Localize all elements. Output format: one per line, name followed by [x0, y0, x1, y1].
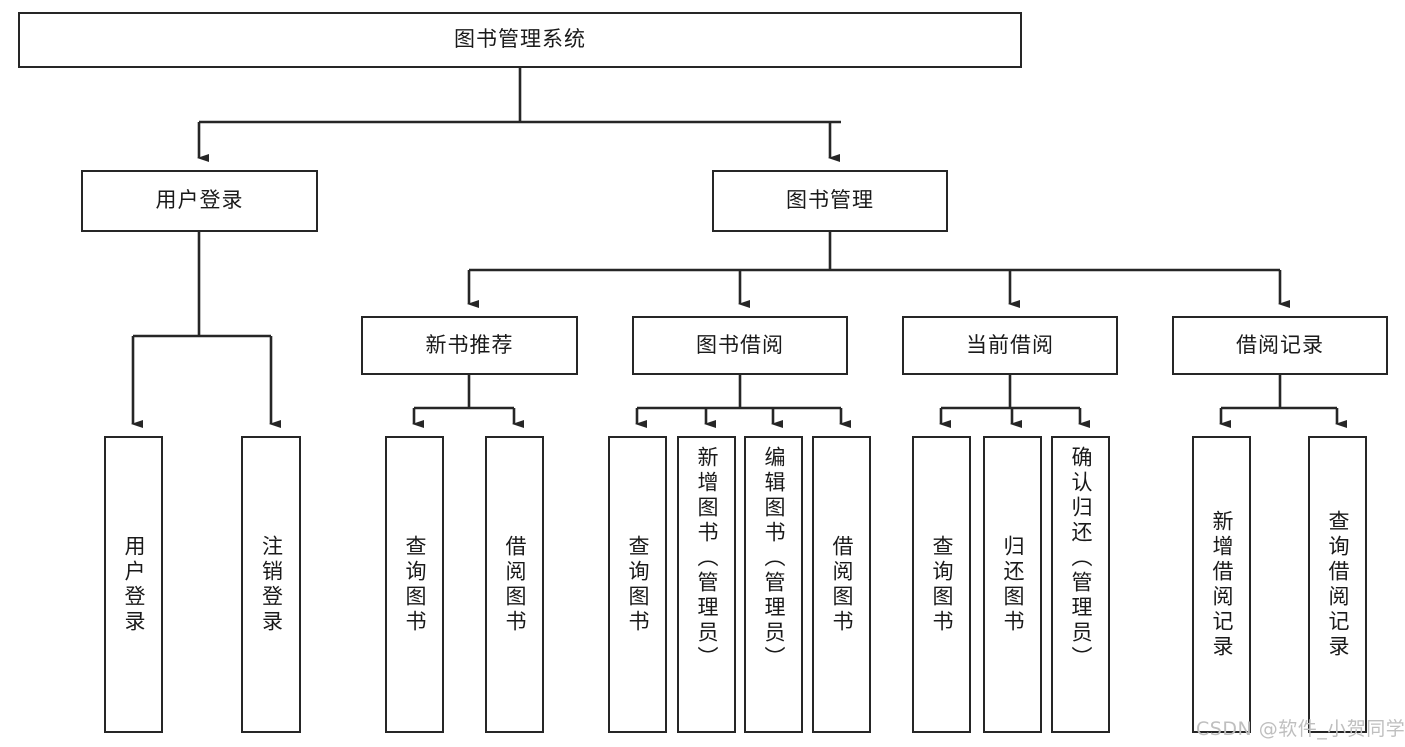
node-leaf-borrow-book-bor[interactable]: 借阅图书	[812, 436, 871, 733]
node-borrow-record[interactable]: 借阅记录	[1172, 316, 1388, 375]
node-user-login[interactable]: 用户登录	[81, 170, 318, 232]
node-root-label: 图书管理系统	[454, 27, 586, 52]
node-leaf-borrow-book-rec[interactable]: 借阅图书	[485, 436, 544, 733]
node-leaf-query-book-rec-label: 查询图书	[403, 534, 427, 635]
node-leaf-query-book-bor-label: 查询图书	[626, 534, 650, 635]
node-leaf-query-book-cur[interactable]: 查询图书	[912, 436, 971, 733]
node-root[interactable]: 图书管理系统	[18, 12, 1022, 68]
node-current-borrow-label: 当前借阅	[966, 332, 1054, 357]
node-leaf-edit-book[interactable]: 编辑图书（管理员）	[744, 436, 803, 733]
watermark-credit: CSDN @软件_小贺同学	[1196, 718, 1405, 740]
node-leaf-confirm-return-label: 确认归还（管理员）	[1069, 446, 1093, 671]
node-book-manage-label: 图书管理	[786, 188, 874, 213]
node-borrow-record-label: 借阅记录	[1236, 332, 1324, 357]
node-leaf-add-record-label: 新增借阅记录	[1210, 509, 1234, 660]
node-leaf-add-record[interactable]: 新增借阅记录	[1192, 436, 1251, 733]
node-book-manage[interactable]: 图书管理	[712, 170, 948, 232]
node-leaf-borrow-book-bor-label: 借阅图书	[830, 534, 854, 635]
node-leaf-add-book[interactable]: 新增图书（管理员）	[677, 436, 736, 733]
node-leaf-return-book-label: 归还图书	[1001, 534, 1025, 635]
node-current-borrow[interactable]: 当前借阅	[902, 316, 1118, 375]
node-book-borrow-label: 图书借阅	[696, 332, 784, 357]
node-leaf-return-book[interactable]: 归还图书	[983, 436, 1042, 733]
node-leaf-query-book-rec[interactable]: 查询图书	[385, 436, 444, 733]
node-leaf-user-login-label: 用户登录	[122, 534, 146, 635]
node-leaf-query-record-label: 查询借阅记录	[1326, 509, 1350, 660]
node-leaf-confirm-return[interactable]: 确认归还（管理员）	[1051, 436, 1110, 733]
node-leaf-user-logout[interactable]: 注销登录	[241, 436, 301, 733]
node-book-borrow[interactable]: 图书借阅	[632, 316, 848, 375]
node-leaf-edit-book-label: 编辑图书（管理员）	[762, 446, 786, 671]
node-leaf-query-book-cur-label: 查询图书	[930, 534, 954, 635]
node-user-login-label: 用户登录	[155, 188, 244, 213]
node-new-book-rec[interactable]: 新书推荐	[361, 316, 578, 375]
node-new-book-rec-label: 新书推荐	[425, 332, 514, 357]
node-leaf-add-book-label: 新增图书（管理员）	[695, 446, 719, 671]
node-leaf-borrow-book-rec-label: 借阅图书	[503, 534, 527, 635]
node-leaf-query-book-bor[interactable]: 查询图书	[608, 436, 667, 733]
node-leaf-user-logout-label: 注销登录	[259, 534, 284, 635]
node-leaf-user-login[interactable]: 用户登录	[104, 436, 163, 733]
node-leaf-query-record[interactable]: 查询借阅记录	[1308, 436, 1367, 733]
